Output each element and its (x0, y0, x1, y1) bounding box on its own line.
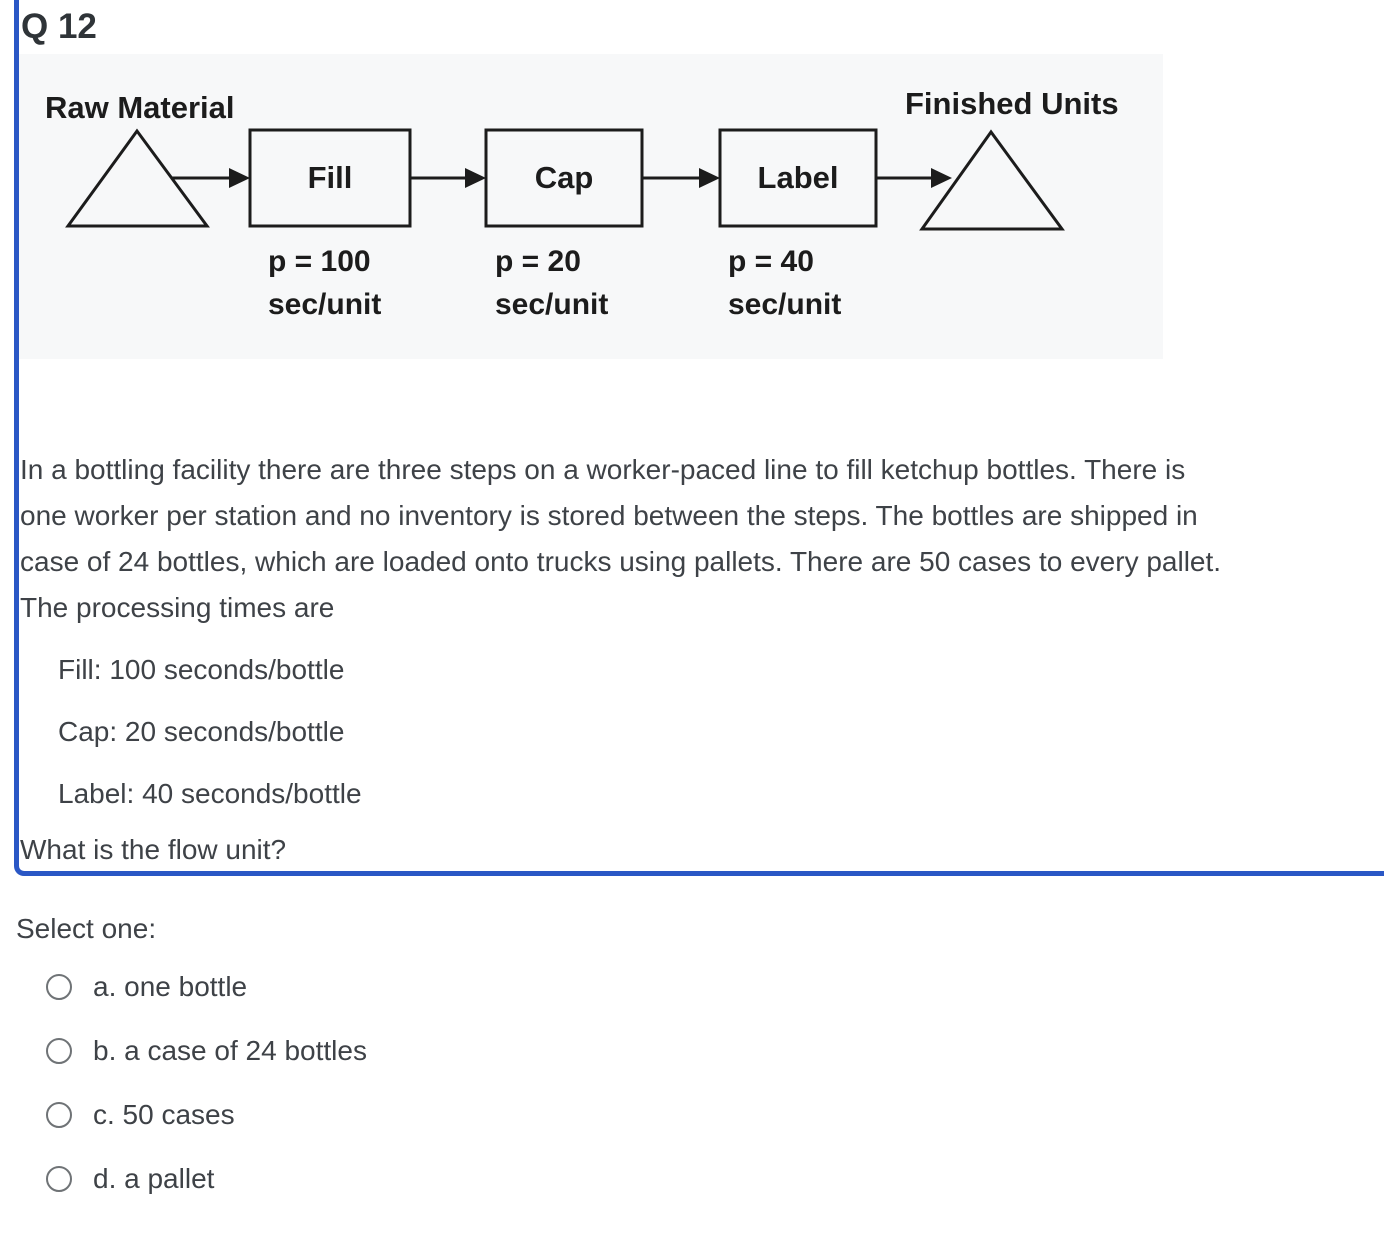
answer-section: Select one: a. one bottle b. a case of 2… (0, 876, 1384, 1194)
answer-option-d-label: d. a pallet (93, 1163, 215, 1194)
label-step-label: Label (757, 160, 839, 195)
finished-units-label: Finished Units (905, 86, 1119, 121)
question-text-line: case of 24 bottles, which are loaded ont… (20, 546, 1222, 577)
radio-button-a-icon[interactable] (46, 974, 72, 1000)
flow-arrowhead-1-icon (229, 168, 250, 188)
raw-material-label: Raw Material (45, 90, 235, 125)
answer-option-c-label: c. 50 cases (93, 1099, 235, 1130)
fill-rate-line2: sec/unit (268, 288, 382, 321)
question-text-line: In a bottling facility there are three s… (20, 454, 1186, 485)
question-text-line: one worker per station and no inventory … (20, 500, 1198, 531)
cap-rate-line2: sec/unit (495, 288, 609, 321)
answer-option-c[interactable]: c. 50 cases (46, 1099, 1384, 1130)
flow-arrowhead-2-icon (465, 168, 486, 188)
question-text: In a bottling facility there are three s… (20, 447, 1384, 631)
radio-button-c-icon[interactable] (46, 1102, 72, 1128)
radio-button-d-icon[interactable] (46, 1166, 72, 1192)
processing-times-list: Fill: 100 seconds/bottle Cap: 20 seconds… (19, 647, 1384, 817)
cap-rate-label: p = 20 sec/unit (495, 240, 608, 326)
answer-option-a[interactable]: a. one bottle (46, 971, 1384, 1002)
label-rate-line2: sec/unit (728, 288, 842, 321)
processing-time-label: Label: 40 seconds/bottle (58, 778, 362, 809)
finished-units-triangle-icon (919, 129, 1065, 231)
answer-option-d[interactable]: d. a pallet (46, 1163, 1384, 1194)
fill-step-label: Fill (307, 160, 353, 195)
process-flow-shapes (65, 128, 1065, 231)
processing-time-fill: Fill: 100 seconds/bottle (58, 654, 345, 685)
processing-time-cap: Cap: 20 seconds/bottle (58, 716, 345, 747)
fill-rate-label: p = 100 sec/unit (268, 240, 381, 326)
answer-option-b[interactable]: b. a case of 24 bottles (46, 1035, 1384, 1066)
fill-rate-line1: p = 100 (268, 245, 371, 278)
question-container: Q 12 (14, 0, 1384, 876)
question-number: Q 12 (21, 7, 97, 46)
process-flow-diagram: Raw Material Finished Units Fill Cap Lab… (19, 54, 1163, 359)
question-text-line: The processing times are (20, 592, 335, 623)
answer-option-a-label: a. one bottle (93, 971, 248, 1002)
flow-arrowhead-3-icon (699, 168, 720, 188)
cap-step-label: Cap (534, 160, 594, 195)
label-rate-label: p = 40 sec/unit (728, 240, 841, 326)
question-prompt: What is the flow unit? (20, 834, 287, 865)
flow-arrowhead-4-icon (931, 168, 952, 188)
cap-rate-line1: p = 20 (495, 245, 581, 278)
label-rate-line1: p = 40 (728, 245, 814, 278)
radio-button-b-icon[interactable] (46, 1038, 72, 1064)
answer-option-b-label: b. a case of 24 bottles (93, 1035, 367, 1066)
select-one-label: Select one: (16, 913, 157, 944)
